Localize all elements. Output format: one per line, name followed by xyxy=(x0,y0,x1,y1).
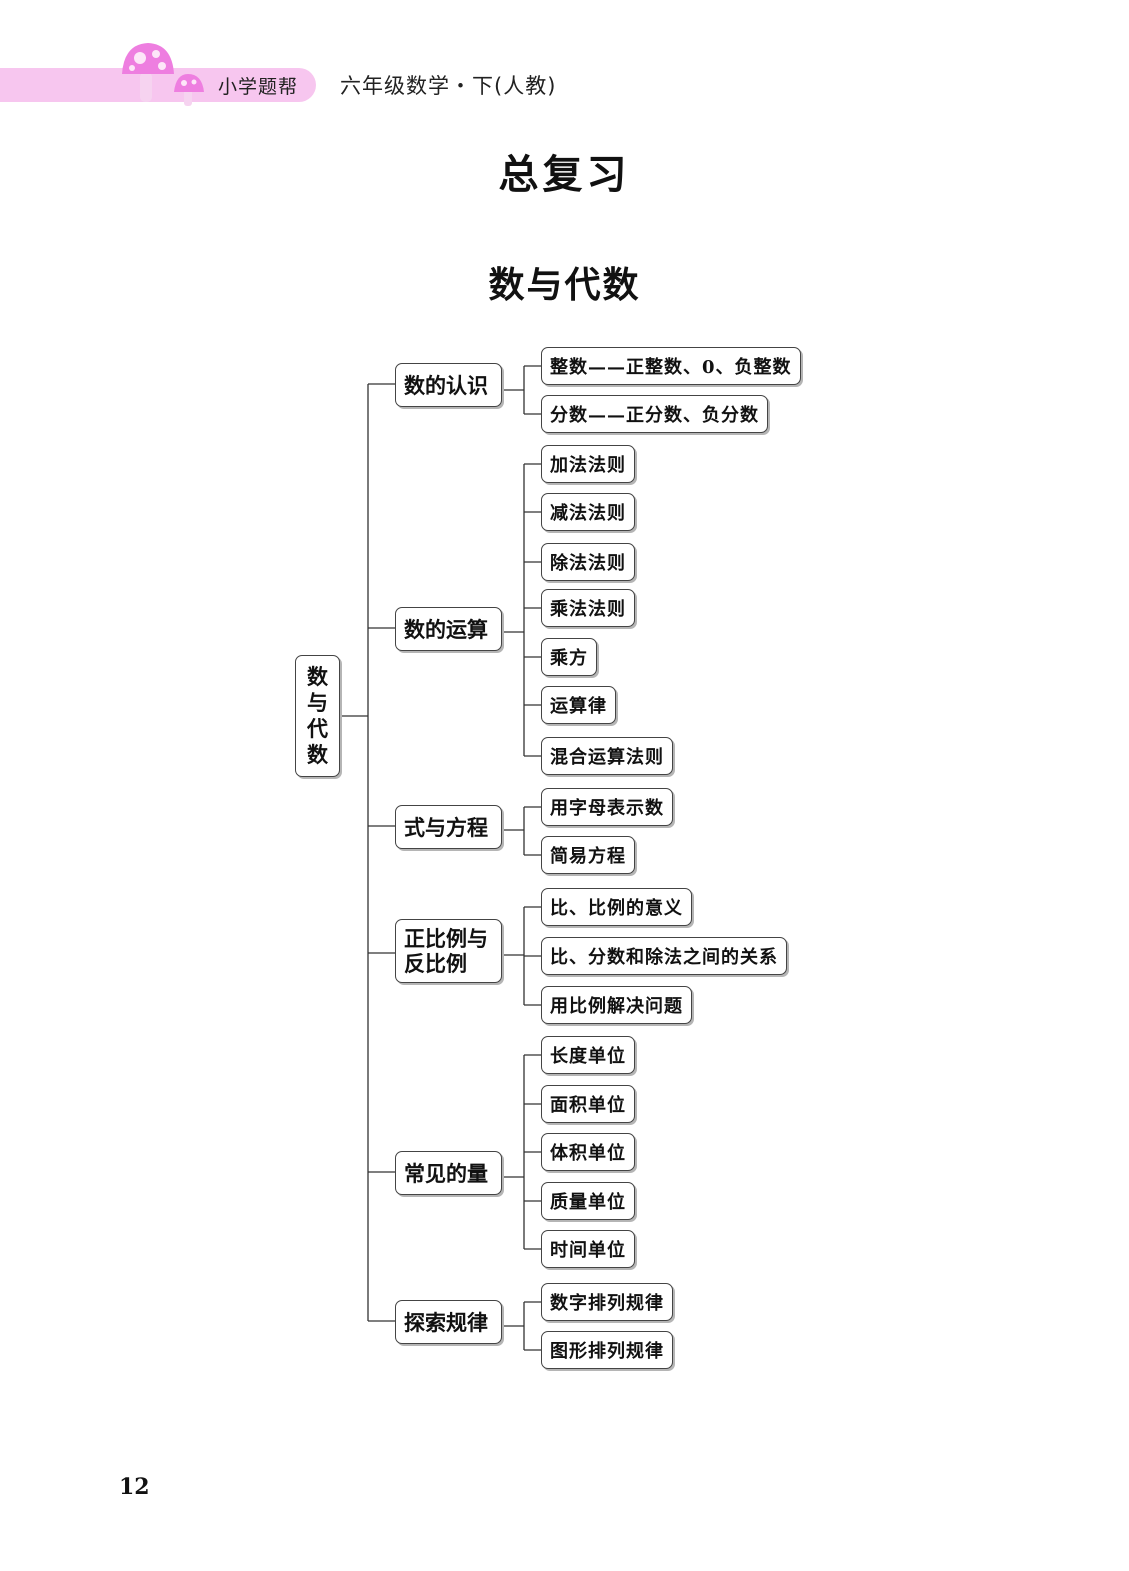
root-char: 代 xyxy=(307,716,328,741)
leaf-fractions: 分数——正分数、负分数 xyxy=(541,395,768,433)
page-number: 12 xyxy=(119,1474,150,1500)
tree-root: 数 与 代 数 xyxy=(295,655,340,777)
section-title: 数与代数 xyxy=(488,264,641,306)
leaf-area-units: 面积单位 xyxy=(541,1085,635,1123)
leaf-addition-rule: 加法法则 xyxy=(541,445,635,483)
category-number-concepts: 数的认识 xyxy=(395,363,502,407)
leaf-shape-patterns: 图形排列规律 xyxy=(541,1331,673,1369)
leaf-power: 乘方 xyxy=(541,638,597,676)
root-char: 数 xyxy=(307,664,328,689)
leaf-proportion-problems: 用比例解决问题 xyxy=(541,986,692,1024)
brand-label: 小学题帮 xyxy=(218,76,299,98)
page-title: 总复习 xyxy=(498,151,631,198)
category-common-quantities: 常见的量 xyxy=(395,1151,502,1195)
root-char: 数 xyxy=(307,742,328,767)
leaf-division-rule: 除法法则 xyxy=(541,543,635,581)
leaf-subtraction-rule: 减法法则 xyxy=(541,493,635,531)
leaf-letters-for-numbers: 用字母表示数 xyxy=(541,788,673,826)
leaf-mass-units: 质量单位 xyxy=(541,1182,635,1220)
leaf-length-units: 长度单位 xyxy=(541,1036,635,1074)
leaf-volume-units: 体积单位 xyxy=(541,1133,635,1171)
leaf-ratio-meaning: 比、比例的意义 xyxy=(541,888,692,926)
leaf-multiplication-rule: 乘法法则 xyxy=(541,589,635,627)
book-title: 六年级数学・下(人教) xyxy=(340,74,557,98)
leaf-integers: 整数——正整数、0、负整数 xyxy=(541,347,801,385)
leaf-ratio-fraction-division: 比、分数和除法之间的关系 xyxy=(541,937,787,975)
leaf-time-units: 时间单位 xyxy=(541,1230,635,1268)
leaf-mixed-operations: 混合运算法则 xyxy=(541,737,673,775)
category-pattern-exploration: 探索规律 xyxy=(395,1300,502,1344)
category-proportion: 正比例与反比例 xyxy=(395,919,502,983)
leaf-operation-laws: 运算律 xyxy=(541,686,616,724)
mushroom-logo-icon xyxy=(122,43,204,106)
root-char: 与 xyxy=(307,690,328,715)
category-expressions-equations: 式与方程 xyxy=(395,805,502,849)
leaf-simple-equations: 简易方程 xyxy=(541,836,635,874)
category-number-operations: 数的运算 xyxy=(395,607,502,651)
leaf-number-patterns: 数字排列规律 xyxy=(541,1283,673,1321)
